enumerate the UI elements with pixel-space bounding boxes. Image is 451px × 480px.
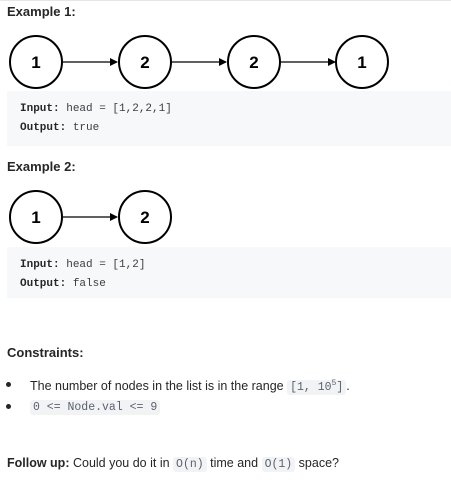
- output-label: Output:: [20, 278, 67, 290]
- example-2-title: Example 2:: [7, 159, 76, 174]
- constraint-item: 0 <= Node.val <= 9: [6, 395, 350, 417]
- list-node-circle: [227, 35, 281, 89]
- example-1-title: Example 1:: [7, 4, 76, 19]
- space-complexity-code: O(1): [261, 457, 296, 472]
- follow-up-text: time and: [210, 456, 259, 470]
- constraints-title: Constraints:: [7, 345, 84, 360]
- list-node-value: 1: [31, 208, 40, 227]
- example-1-code-block: Input: head = [1,2,2,1] Output: true: [7, 91, 451, 146]
- input-value: head = [1,2]: [66, 259, 146, 271]
- range-code-suffix: ]: [336, 380, 344, 394]
- constraint-period: .: [346, 378, 350, 393]
- list-node-value: 1: [357, 53, 366, 72]
- input-label: Input:: [20, 259, 60, 271]
- list-node-value: 1: [31, 53, 40, 72]
- list-node-value: 2: [140, 208, 149, 227]
- input-value: head = [1,2,2,1]: [66, 103, 172, 115]
- output-line: Output: false: [20, 275, 451, 294]
- example-2-code-block: Input: head = [1,2] Output: false: [7, 247, 451, 298]
- node-val-code: 0 <= Node.val <= 9: [30, 400, 161, 415]
- top-divider: [0, 0, 451, 1]
- output-label: Output:: [20, 122, 67, 134]
- input-line: Input: head = [1,2]: [20, 256, 451, 275]
- list-node-circle: [335, 35, 389, 89]
- range-code-exponent: 5: [331, 379, 337, 388]
- constraints-list: The number of nodes in the list is in th…: [6, 373, 350, 417]
- output-line: Output: true: [20, 119, 451, 138]
- list-node-value: 2: [249, 53, 258, 72]
- constraint-item: The number of nodes in the list is in th…: [6, 373, 350, 395]
- follow-up: Follow up: Could you do it in O(n) time …: [7, 456, 339, 472]
- input-line: Input: head = [1,2,2,1]: [20, 100, 451, 119]
- follow-up-label: Follow up:: [7, 456, 70, 470]
- input-label: Input:: [20, 103, 60, 115]
- follow-up-text: space?: [298, 456, 339, 470]
- list-node-circle: [9, 190, 63, 244]
- list-node-circle: [118, 35, 172, 89]
- constraint-text: The number of nodes in the list is in th…: [30, 378, 284, 393]
- follow-up-text: Could you do it in: [72, 456, 170, 470]
- list-node-circle: [9, 35, 63, 89]
- range-code: [1, 105]: [287, 379, 347, 395]
- output-value: true: [72, 122, 100, 134]
- list-node-value: 2: [140, 53, 149, 72]
- example-1-linked-list-diagram: 1 2 2 1: [9, 35, 389, 89]
- example-2-linked-list-diagram: 1 2: [9, 190, 172, 244]
- time-complexity-code: O(n): [173, 457, 207, 472]
- range-code-prefix: [1, 10: [290, 380, 332, 394]
- output-value: false: [72, 278, 106, 290]
- list-node-circle: [118, 190, 172, 244]
